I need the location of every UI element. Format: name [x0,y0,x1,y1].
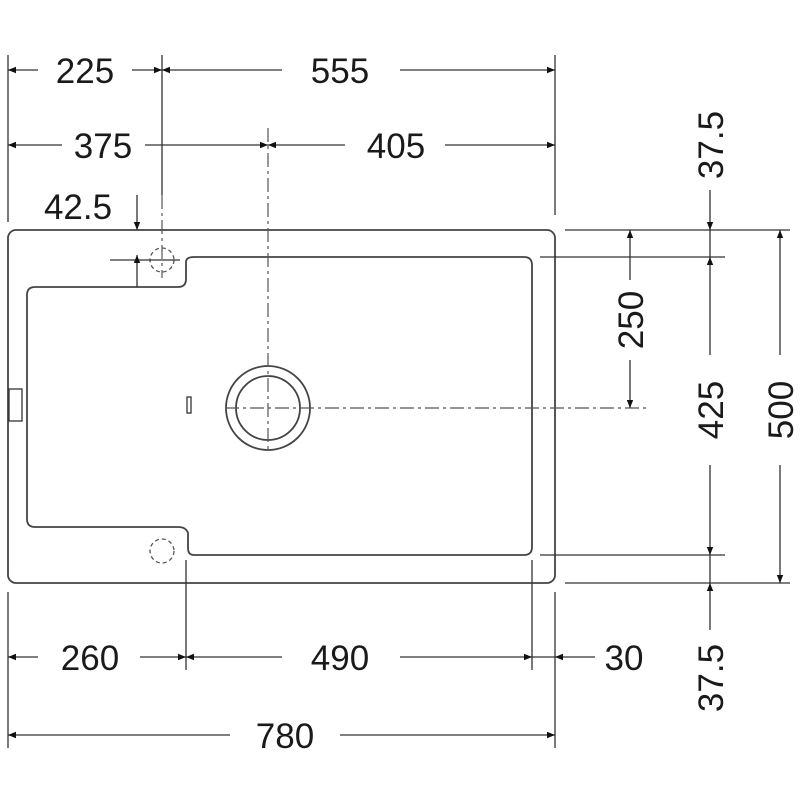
dim-260: 260 [61,639,119,678]
dim-42-5: 42.5 [44,188,112,227]
dim-250: 250 [612,291,651,349]
dim-490: 490 [311,639,369,678]
dim-500: 500 [762,381,800,439]
dim-780: 780 [256,717,314,756]
overflow-slot [8,388,23,422]
dim-37-5-top: 37.5 [692,111,731,179]
dim-555: 555 [311,52,369,91]
bowl-and-drainer [26,256,533,556]
dim-30: 30 [605,639,644,678]
optional-hole [149,538,175,564]
dim-225: 225 [56,52,114,91]
dim-37-5-bottom: 37.5 [692,644,731,712]
dim-375: 375 [74,127,132,166]
dim-405: 405 [367,127,425,166]
sink-outline [7,229,556,584]
dim-425: 425 [692,381,731,439]
